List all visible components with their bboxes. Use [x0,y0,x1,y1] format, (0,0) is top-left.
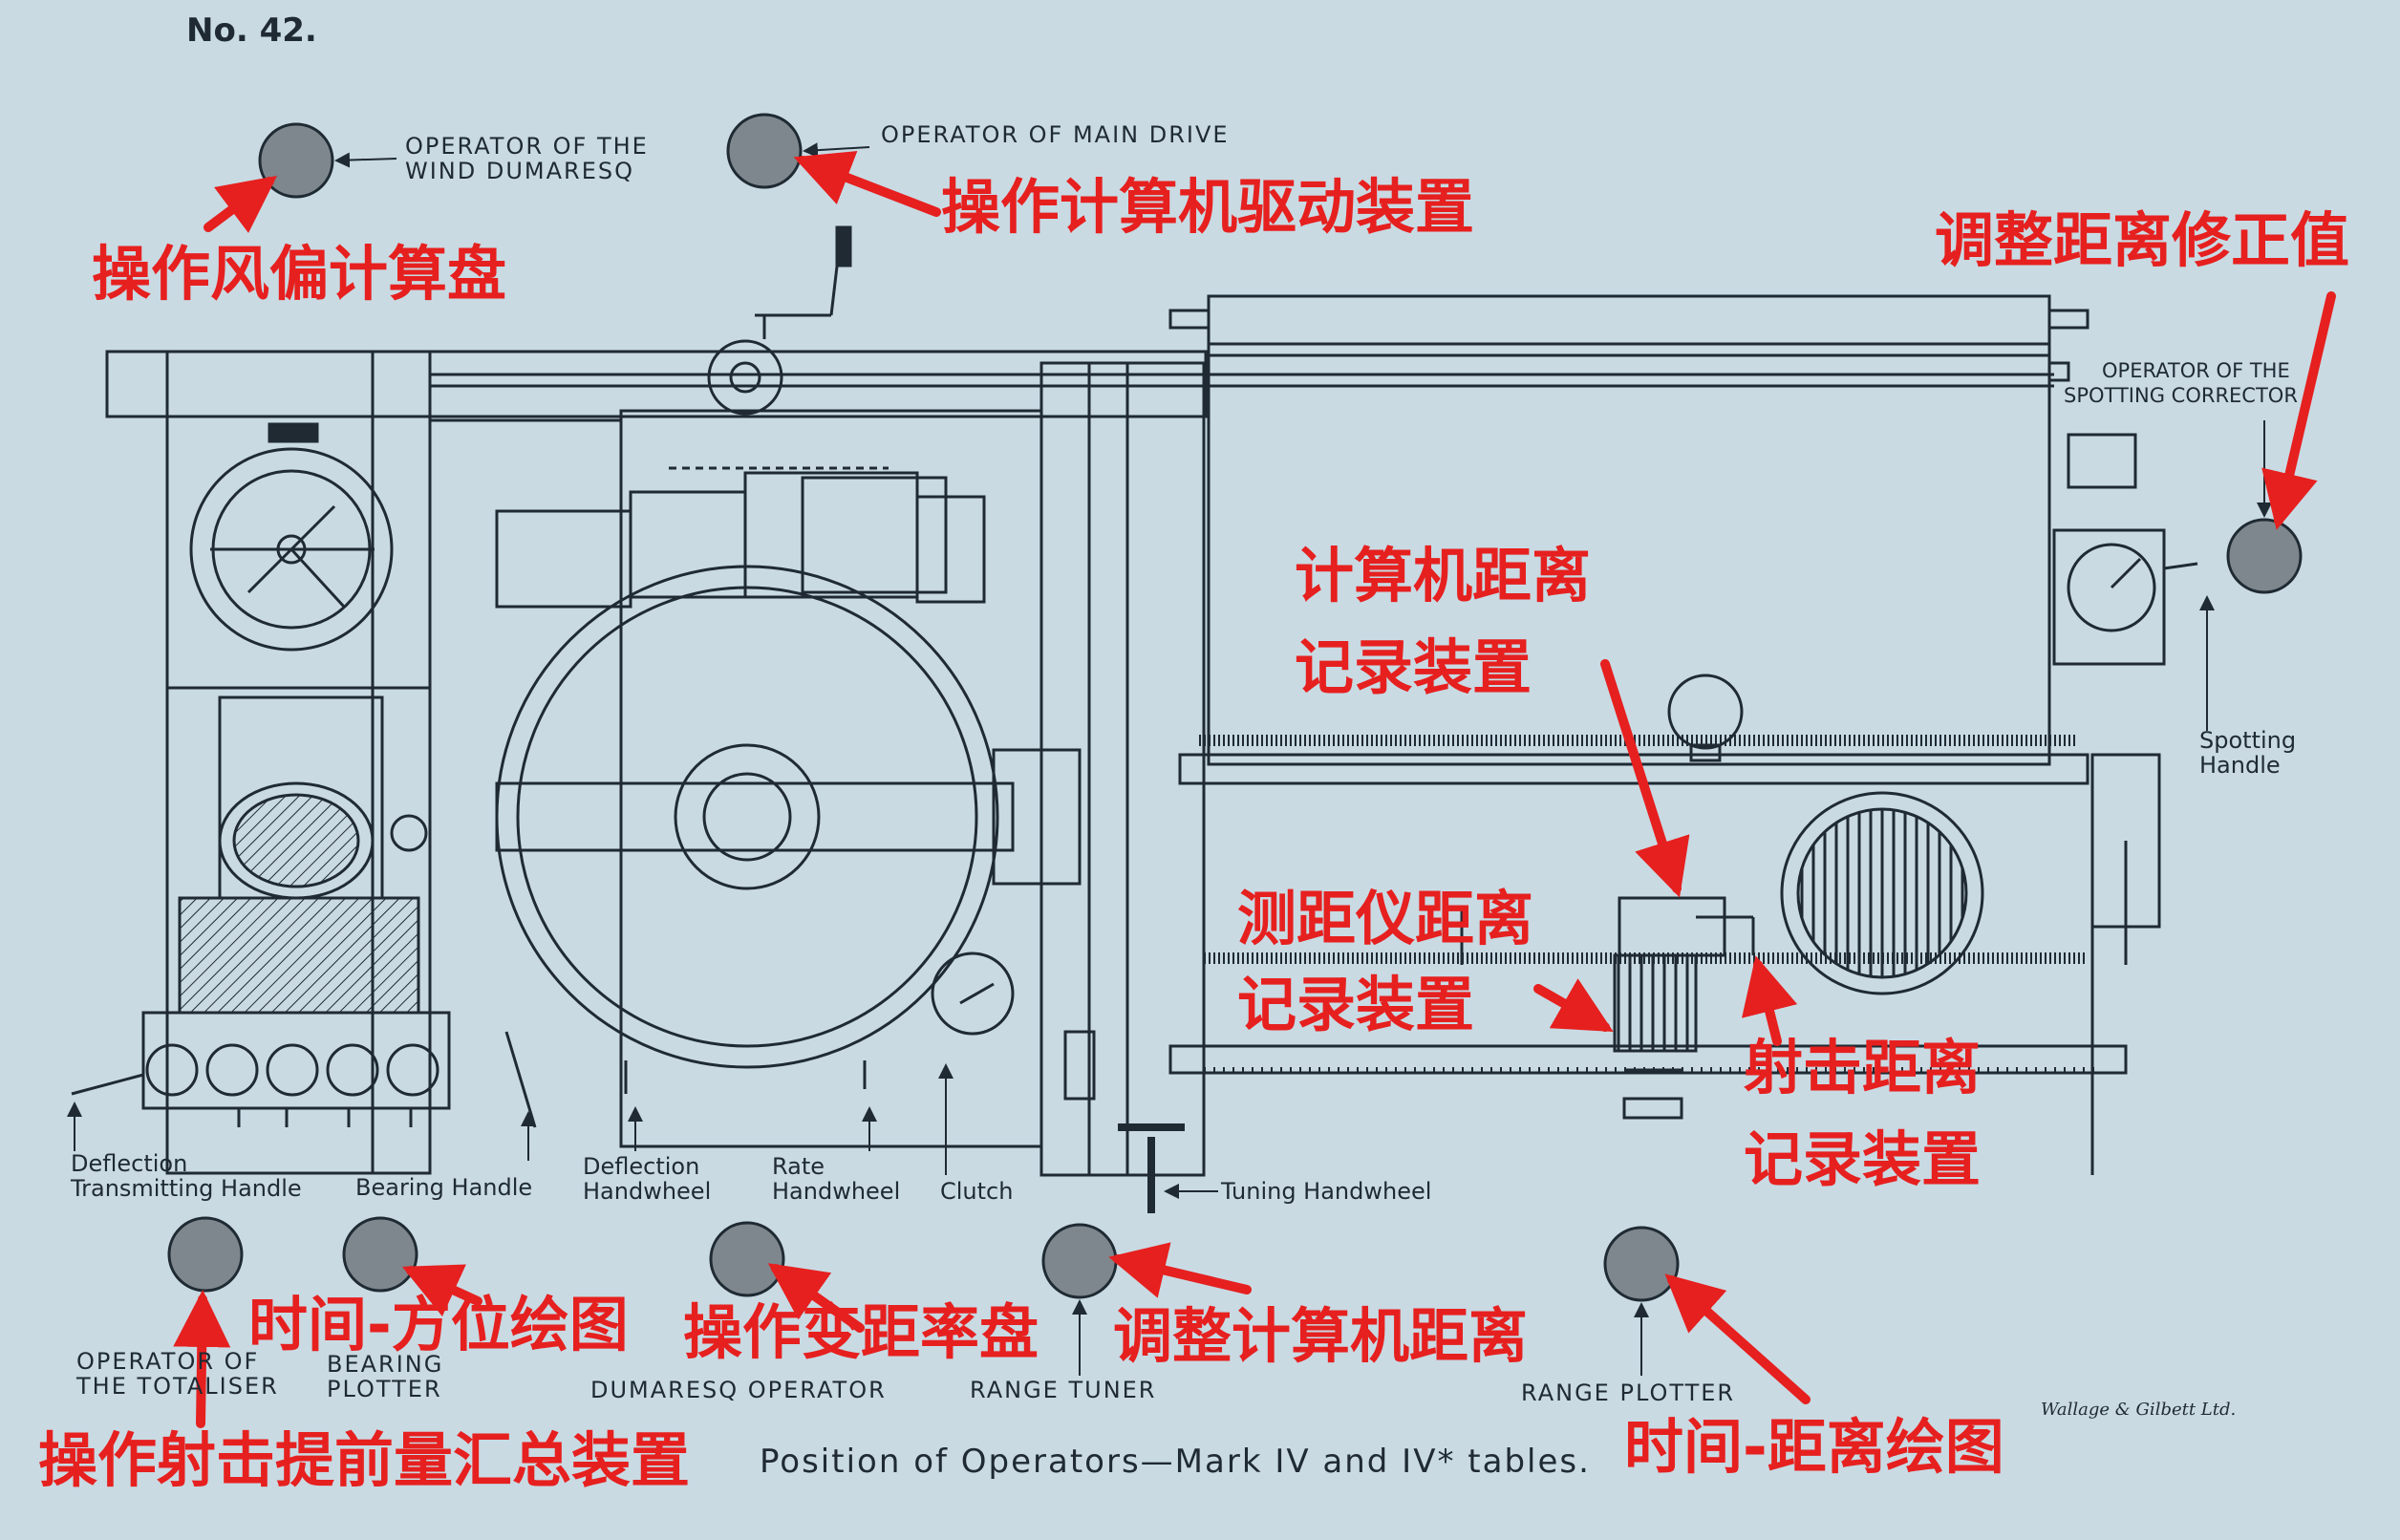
label-tuning-handwheel: Tuning Handwheel [1221,1178,1432,1205]
label-operator-dumaresq: DUMARESQ OPERATOR [590,1377,887,1403]
annotation-wind: 操作风偏计算盘 [92,239,507,309]
annotation-rangefinder-range: 测距仪距离记录装置 [1237,884,1534,1039]
wind-dumaresq-dial [189,447,394,652]
diagram-caption: Position of Operators—Mark IV and IV* ta… [760,1443,1591,1481]
operator-disc-dumaresq [709,1221,785,1297]
annotation-time-bearing: 时间-方位绘图 [248,1290,629,1359]
label-bearing-handle: Bearing Handle [355,1174,533,1201]
annotation-adjust-range: 调整计算机距离 [1113,1301,1529,1371]
operator-disc-wind [258,122,334,199]
frame-left-column [165,350,432,1175]
frame-left-top-bar [105,350,1208,418]
annotation-main-drive: 操作计算机驱动装置 [941,172,1475,242]
operator-disc-bearing [342,1216,418,1293]
label-operator-range-plotter: RANGE PLOTTER [1521,1380,1736,1406]
rate-handwheel-disc [495,565,999,1069]
range-plotting-drum [1780,791,1984,995]
operator-disc-spotting [2226,518,2303,594]
plate-number: No. 42. [186,11,317,50]
label-operator-range-tuner: RANGE TUNER [970,1377,1157,1403]
annotation-time-range: 时间-距离绘图 [1624,1412,2004,1482]
totaliser-dials [145,1043,439,1097]
computer-range-recorder [1667,674,1744,750]
operator-disc-totaliser [167,1216,244,1293]
operator-disc-range-tuner [1041,1223,1118,1299]
annotation-gun-range: 射击距离记录装置 [1744,1033,1982,1194]
annotation-totaliser: 操作射击提前量汇总装置 [38,1425,691,1495]
annotation-spotting: 调整距离修正值 [1935,205,2350,275]
label-operator-main-drive: OPERATOR OF MAIN DRIVE [881,121,1230,148]
annotation-rate-dial: 操作变距率盘 [683,1297,1039,1367]
annotation-computer-range: 计算机距离记录装置 [1295,541,1592,702]
range-box [1207,294,2051,766]
label-clutch: Clutch [940,1178,1014,1205]
maker-credit: Wallage & Gilbett Ltd. [2041,1400,2237,1420]
operator-disc-main-drive [726,113,803,189]
operator-disc-range-plotter [1603,1226,1680,1302]
spotting-corrector-dial [2067,543,2156,632]
